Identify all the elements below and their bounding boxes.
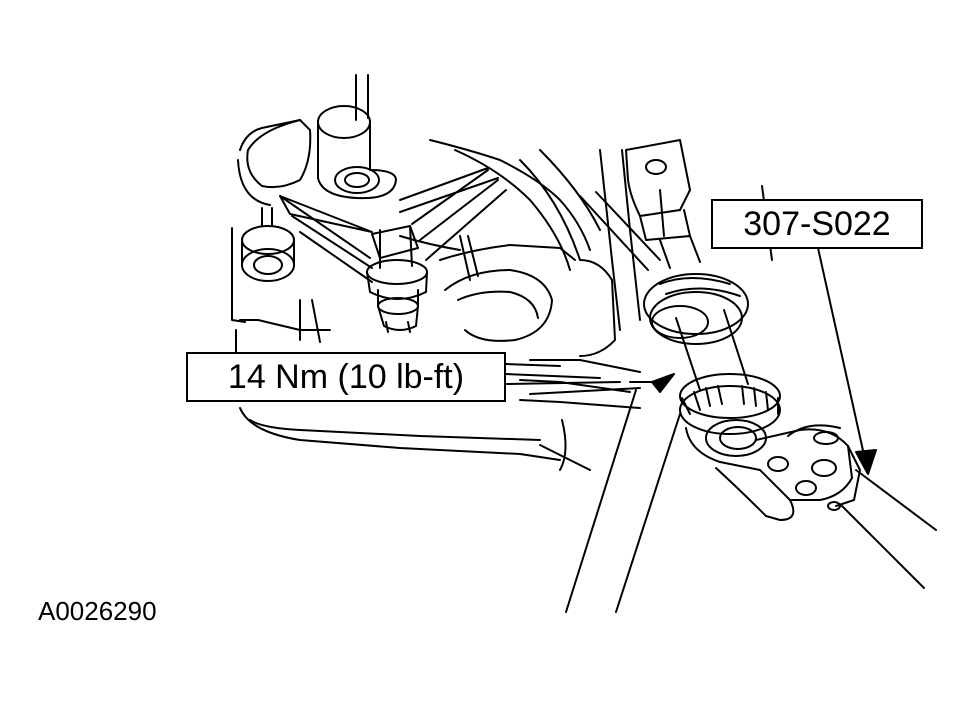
shift-rods-top: [356, 75, 368, 120]
shift-lever: [680, 374, 860, 520]
transmission-housing: [232, 120, 640, 470]
bushing-upper: [247, 106, 396, 198]
special-tool-callout: 307-S022: [711, 199, 923, 249]
bushing-left: [242, 208, 294, 281]
torque-leader-lines: [506, 364, 674, 394]
torque-spec-callout: 14 Nm (10 lb-ft): [186, 352, 506, 402]
stud-and-nut: [367, 226, 427, 332]
washer-upper: [644, 274, 748, 344]
bracket-arms: [280, 168, 506, 282]
special-tool-shaft: [842, 470, 936, 588]
figure-id-label: A0026290: [38, 596, 157, 626]
tool-leader-line: [818, 248, 876, 474]
selector-rod: [566, 310, 748, 612]
